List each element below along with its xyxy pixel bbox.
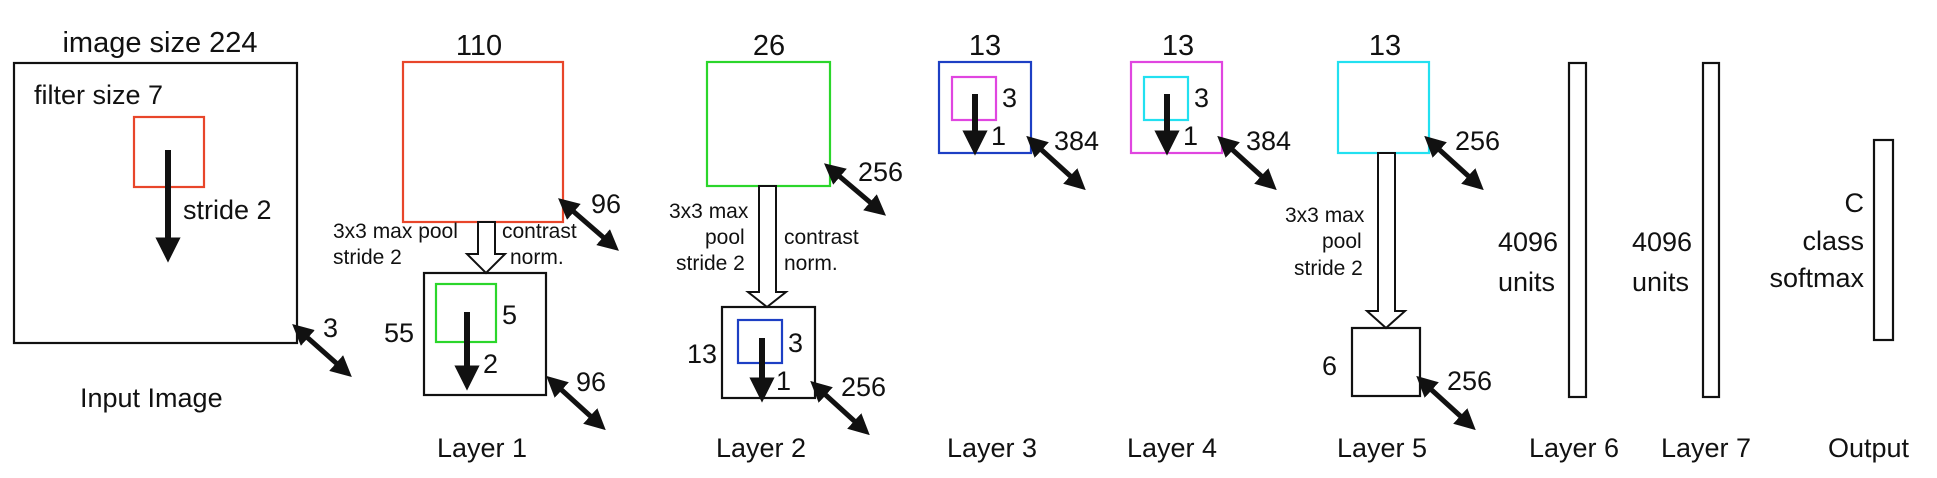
layer5-caption: Layer 5 xyxy=(1337,433,1427,463)
layer1-pooled-map xyxy=(422,271,548,397)
layer5-size-label: 13 xyxy=(1369,30,1401,62)
layer5-pooled-depth-arrow xyxy=(1416,375,1476,431)
layer4-stride-label: 1 xyxy=(1183,121,1198,151)
layer6-block: 4096 units Layer 6 xyxy=(1498,61,1619,463)
output-caption: Output xyxy=(1828,433,1910,463)
output-label-line1: C xyxy=(1845,188,1865,218)
layer5-feature-map xyxy=(1336,60,1431,155)
layer1-feature-map xyxy=(401,60,565,224)
layer1-pooled-depth-arrow xyxy=(546,375,606,431)
input-image-box xyxy=(12,61,299,345)
layer2-filter-size-label: 3 xyxy=(788,328,803,358)
input-depth-label: 3 xyxy=(323,313,338,343)
layer1-filter-size-label: 5 xyxy=(502,300,517,330)
layer4-filter-size-label: 3 xyxy=(1194,83,1209,113)
layer7-units-label-line2: units xyxy=(1632,267,1689,297)
layer7-fc-bar xyxy=(1701,61,1721,399)
layer6-caption: Layer 6 xyxy=(1529,433,1619,463)
layer2-pooled-depth-arrow xyxy=(810,380,870,436)
layer3-block: 13 3 1 384 Layer 3 xyxy=(937,30,1099,463)
input-image-block: image size 224 filter size 7 stride 2 3 … xyxy=(12,27,352,413)
input-depth-arrow xyxy=(292,324,352,377)
layer1-depth-arrow xyxy=(558,198,619,251)
layer1-norm-label-line1: contrast xyxy=(502,220,577,243)
layer1-pool-label-line2: stride 2 xyxy=(333,246,402,269)
input-image-size-label: image size 224 xyxy=(62,27,257,59)
output-label-line3: softmax xyxy=(1769,263,1864,293)
layer5-depth-arrow xyxy=(1424,135,1484,191)
layer3-filter-size-label: 3 xyxy=(1002,83,1017,113)
layer2-depth-label: 256 xyxy=(858,157,903,187)
output-block: C class softmax Output xyxy=(1769,138,1910,463)
layer2-size-label: 26 xyxy=(753,30,785,62)
layer6-units-label-line2: units xyxy=(1498,267,1555,297)
layer5-pooled-depth-label: 256 xyxy=(1447,366,1492,396)
output-softmax-bar xyxy=(1872,138,1895,342)
layer5-depth-label: 256 xyxy=(1455,126,1500,156)
layer2-norm-label-line2: norm. xyxy=(784,252,838,275)
layer5-pooled-map xyxy=(1350,326,1422,398)
layer1-pool-arrow xyxy=(464,221,508,275)
input-image-caption: Input Image xyxy=(80,383,223,413)
layer2-caption: Layer 2 xyxy=(716,433,806,463)
layer4-size-label: 13 xyxy=(1162,30,1194,62)
layer1-norm-label-line2: norm. xyxy=(510,246,564,269)
layer1-depth-label: 96 xyxy=(591,189,621,219)
layer7-units-label-line1: 4096 xyxy=(1632,227,1692,257)
layer5-pooled-size-label: 6 xyxy=(1322,351,1337,381)
layer4-block: 13 3 1 384 Layer 4 xyxy=(1127,30,1291,463)
layer2-feature-map xyxy=(705,60,832,188)
layer5-pool-label-line1: 3x3 max xyxy=(1285,204,1365,227)
layer1-caption: Layer 1 xyxy=(437,433,527,463)
layer3-caption: Layer 3 xyxy=(947,433,1037,463)
layer3-depth-arrow xyxy=(1026,135,1086,191)
output-label-line2: class xyxy=(1802,226,1864,256)
layer4-caption: Layer 4 xyxy=(1127,433,1217,463)
layer2-depth-arrow xyxy=(823,163,887,216)
layer7-block: 4096 units Layer 7 xyxy=(1632,61,1751,463)
layer2-pool-label-line1: 3x3 max xyxy=(669,200,749,223)
layer2-pooled-size-label: 13 xyxy=(687,339,717,369)
layer2-pool-arrow xyxy=(745,185,789,309)
layer7-caption: Layer 7 xyxy=(1661,433,1751,463)
layer1-pooled-size-label: 55 xyxy=(384,318,414,348)
layer5-pool-label-line2: pool xyxy=(1322,230,1362,253)
layer3-stride-label: 1 xyxy=(991,121,1006,151)
input-stride-label: stride 2 xyxy=(183,195,272,225)
layer4-depth-label: 384 xyxy=(1246,126,1291,156)
layer4-depth-arrow xyxy=(1217,135,1277,191)
input-filter-size-label: filter size 7 xyxy=(34,80,163,110)
layer1-pool-label-line1: 3x3 max pool xyxy=(333,220,458,243)
layer2-stride-label: 1 xyxy=(776,366,791,396)
layer3-depth-label: 384 xyxy=(1054,126,1099,156)
layer1-pooled-depth-label: 96 xyxy=(576,367,606,397)
layer2-block: 26 256 3x3 max pool stride 2 contrast no… xyxy=(669,30,903,463)
layer2-norm-label-line1: contrast xyxy=(784,226,859,249)
layer6-fc-bar xyxy=(1567,61,1588,399)
layer5-block: 13 256 3x3 max pool stride 2 6 256 Layer… xyxy=(1285,30,1500,463)
layer1-block: 110 96 3x3 max pool stride 2 contrast no… xyxy=(333,30,621,463)
layer2-pool-label-line2: pool xyxy=(705,226,745,249)
layer2-pool-label-line3: stride 2 xyxy=(676,252,745,275)
layer2-pooled-depth-label: 256 xyxy=(841,372,886,402)
layer1-stride-label: 2 xyxy=(483,349,498,379)
layer5-pool-arrow xyxy=(1364,152,1408,330)
layer3-size-label: 13 xyxy=(969,30,1001,62)
layer1-size-label: 110 xyxy=(456,30,502,62)
layer6-units-label-line1: 4096 xyxy=(1498,227,1558,257)
layer5-pool-label-line3: stride 2 xyxy=(1294,257,1363,280)
